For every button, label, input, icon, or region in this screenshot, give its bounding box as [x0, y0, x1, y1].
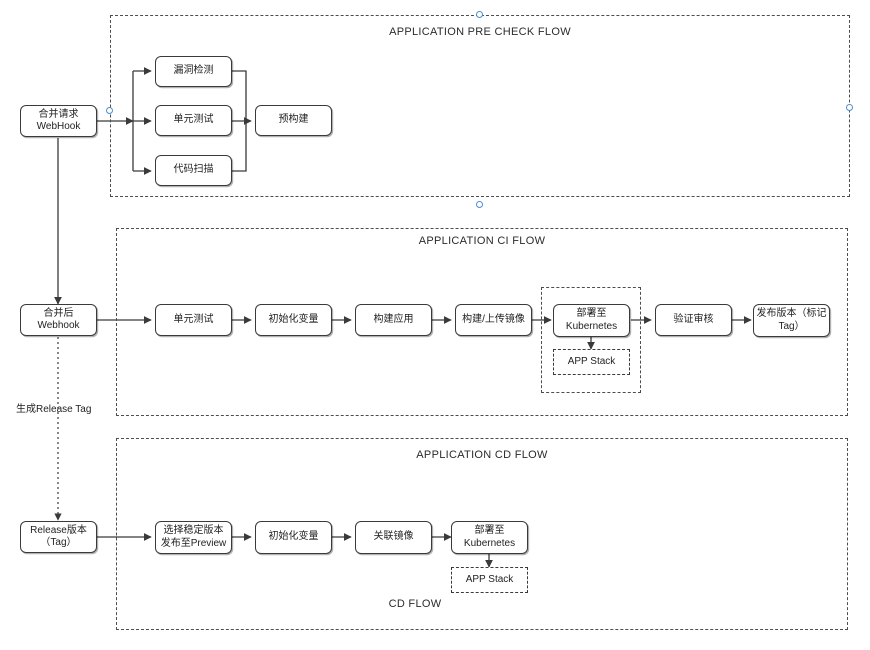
node-line1: 部署至 [576, 308, 607, 319]
node-line2: Tag） [778, 320, 805, 332]
edge-label-generate-release-tag: 生成Release Tag [16, 404, 92, 415]
node-line1: Release版本 [30, 524, 87, 536]
node-label: 漏洞检测 [173, 65, 214, 77]
node-line2: Kubernetes [463, 537, 516, 549]
node-line1: 部署至 [474, 525, 505, 536]
cd-flow-caption: CD FLOW [388, 598, 442, 610]
node-line2: Webhook [37, 320, 80, 331]
node-ci-app-stack[interactable]: APP Stack [553, 349, 630, 375]
node-cd-deploy-kubernetes[interactable]: 部署至 Kubernetes [451, 521, 528, 554]
node-label: 验证审核 [673, 313, 714, 325]
node-pre-build[interactable]: 预构建 [255, 105, 332, 136]
node-label: 构建应用 [373, 313, 414, 325]
connection-handle-bottom[interactable] [476, 201, 483, 208]
node-label: 初始化变量 [268, 313, 319, 325]
node-label: 预构建 [278, 114, 309, 126]
node-label: 单元测试 [173, 313, 214, 325]
node-label: 单元测试 [173, 114, 214, 126]
node-merged-webhook[interactable]: 合并后 Webhook [20, 304, 97, 336]
node-line1: 合并请求 [38, 108, 79, 120]
node-ci-release-version-tag[interactable]: 发布版本（标记 Tag） [753, 304, 830, 337]
node-release-version-tag[interactable]: Release版本 （Tag） [20, 521, 97, 553]
connection-handle-right[interactable] [846, 104, 853, 111]
node-ci-deploy-kubernetes[interactable]: 部署至 Kubernetes [553, 304, 630, 337]
node-ci-verify-approve[interactable]: 验证审核 [655, 304, 732, 336]
node-vulnerability-scan[interactable]: 漏洞检测 [155, 56, 232, 87]
node-cd-select-stable-publish-preview[interactable]: 选择稳定版本 发布至Preview [155, 521, 232, 554]
node-line2: 发布至Preview [160, 537, 227, 549]
group-cd-title: APPLICATION CD FLOW [416, 449, 548, 461]
group-ci-title: APPLICATION CI FLOW [418, 235, 546, 247]
node-cd-init-variables[interactable]: 初始化变量 [255, 521, 332, 554]
group-cd [116, 438, 848, 630]
node-ci-build-app[interactable]: 构建应用 [355, 304, 432, 336]
node-line2: WebHook [36, 121, 81, 132]
node-ci-unit-test[interactable]: 单元测试 [155, 304, 232, 336]
node-ci-init-variables[interactable]: 初始化变量 [255, 304, 332, 336]
group-precheck-title: APPLICATION PRE CHECK FLOW [389, 26, 571, 38]
node-label: 构建/上传镜像 [462, 313, 525, 325]
connection-handle-top[interactable] [476, 11, 483, 18]
node-line1: 合并后 [43, 307, 74, 319]
node-code-scan[interactable]: 代码扫描 [155, 155, 232, 186]
node-label: APP Stack [465, 573, 514, 585]
node-cd-app-stack[interactable]: APP Stack [451, 567, 528, 593]
node-label: 代码扫描 [173, 164, 214, 176]
node-merge-request-webhook[interactable]: 合并请求 WebHook [20, 105, 97, 137]
node-label: 初始化变量 [268, 531, 319, 543]
node-line2: Kubernetes [565, 320, 618, 332]
node-ci-build-push-image[interactable]: 构建/上传镜像 [455, 304, 532, 336]
ci-deploy-subgroup [541, 287, 641, 393]
node-line2: （Tag） [40, 537, 77, 548]
node-label: APP Stack [567, 355, 616, 367]
group-ci [116, 228, 848, 416]
node-label: 关联镜像 [373, 531, 414, 543]
node-line1: 发布版本（标记 [756, 308, 827, 319]
node-line1: 选择稳定版本 [163, 525, 224, 536]
node-cd-link-image[interactable]: 关联镜像 [355, 521, 432, 554]
connection-handle-left[interactable] [106, 107, 113, 114]
node-unit-test-precheck[interactable]: 单元测试 [155, 105, 232, 136]
